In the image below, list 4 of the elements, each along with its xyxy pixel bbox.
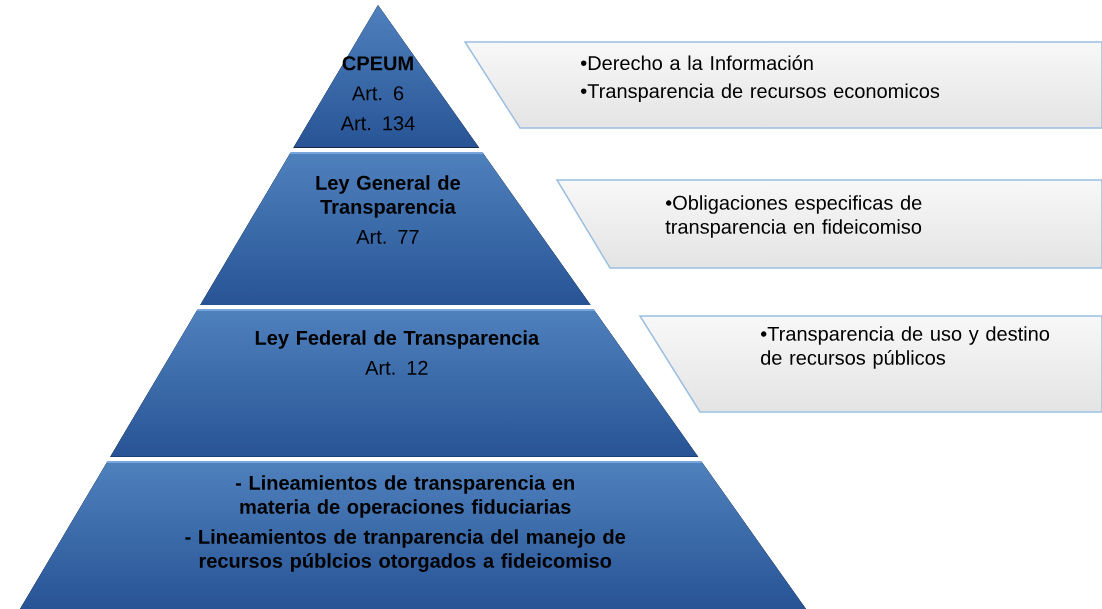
pyramid-tier: Ley General de Transparencia Art. 77 [200,152,591,305]
pyramid-tier: - Lineamientos de transparencia en materia de operaciones fiduciarias - Lineamientos de tranparencia del manejo de recursos públcios otorgados a fideicomiso [20,461,806,609]
pyramid-tier: CPEUM Art. 6 Art. 134 [293,4,480,148]
pyramid-tier: Ley Federal de Transparencia Art. 12 [110,309,699,457]
